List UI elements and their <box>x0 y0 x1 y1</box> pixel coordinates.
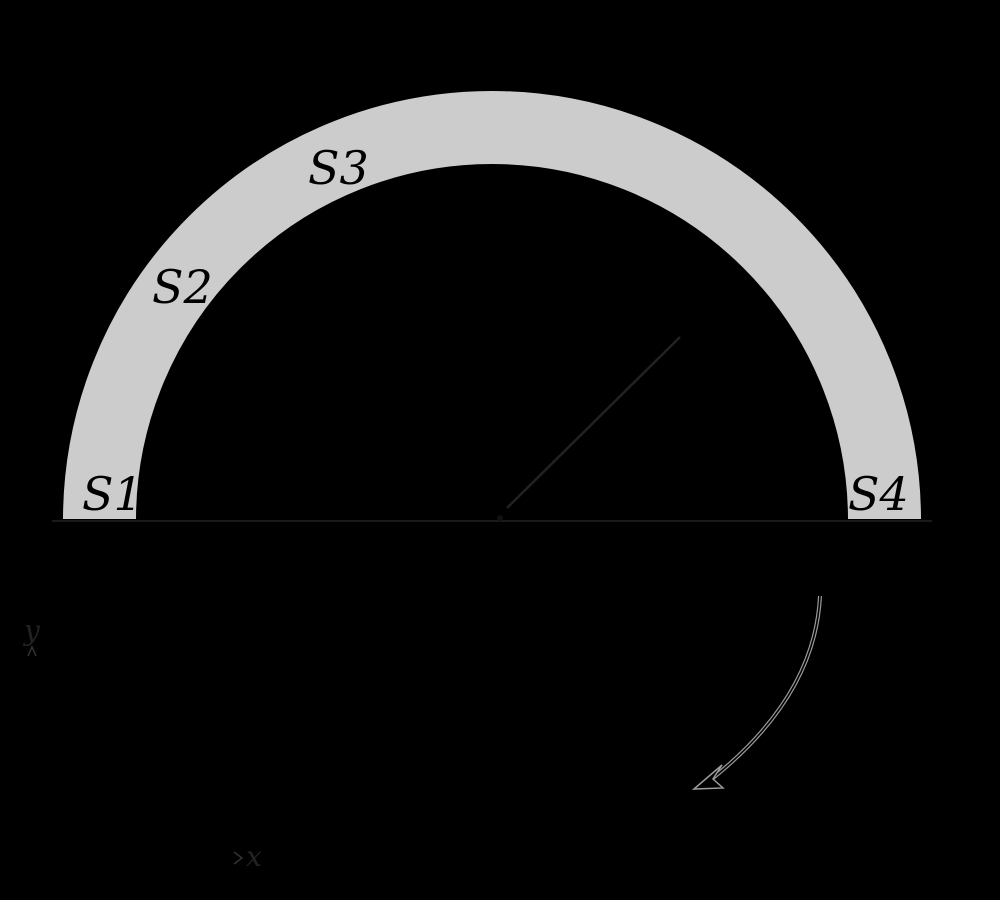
x-axis-arrowhead <box>233 851 244 865</box>
rotation-arrow-shaft-inner <box>703 595 821 786</box>
segment-label-s1: S1 <box>82 467 143 521</box>
axes-indicator: y x <box>22 614 262 873</box>
centre-point <box>497 515 503 521</box>
y-axis-arrowhead <box>27 645 37 657</box>
segment-label-s4: S4 <box>848 467 909 521</box>
y-axis-label: y <box>22 614 41 647</box>
x-axis-label: x <box>246 840 262 873</box>
semicircular-ring <box>60 89 924 521</box>
radius-line <box>506 336 681 509</box>
segment-label-s3: S3 <box>308 141 369 195</box>
segment-label-s2: S2 <box>152 260 213 314</box>
rotation-arrow <box>691 595 822 790</box>
rotation-arrowhead <box>691 764 725 790</box>
